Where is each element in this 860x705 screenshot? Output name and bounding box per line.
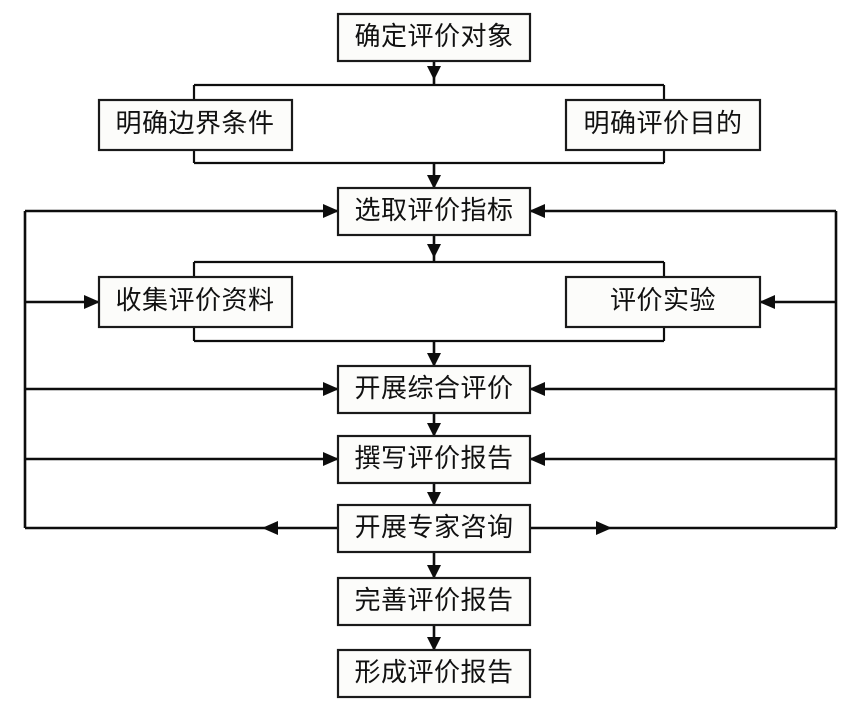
arrowhead-to-n11: [427, 637, 441, 651]
node-box[interactable]: [336, 186, 532, 237]
node-conduct-expert-consultation[interactable]: 开展专家咨询: [336, 503, 532, 554]
node-confirm-evaluation-object[interactable]: 确定评价对象: [336, 12, 532, 63]
arrowhead-n1-down: [427, 66, 441, 80]
arrowhead-to-n9: [427, 492, 441, 506]
node-box[interactable]: [97, 275, 294, 329]
node-box[interactable]: [564, 275, 762, 329]
arrowhead-right-to-n7: [529, 382, 545, 396]
arrowhead-to-n10: [427, 565, 441, 579]
node-label: 明确评价目的: [583, 109, 742, 138]
node-box[interactable]: [336, 434, 532, 485]
node-box[interactable]: [97, 98, 294, 152]
arrowhead-n4-down: [427, 244, 441, 258]
node-clarify-evaluation-purpose[interactable]: 明确评价目的: [564, 98, 762, 152]
arrowhead-right-to-n8: [529, 452, 545, 466]
node-collect-evaluation-data[interactable]: 收集评价资料: [97, 275, 294, 329]
arrowhead-left-to-n8: [323, 452, 339, 466]
arrowhead-left-exit: [262, 521, 278, 535]
node-clarify-boundary-conditions[interactable]: 明确边界条件: [97, 98, 294, 152]
arrowhead-left-to-n5: [84, 295, 100, 309]
node-label: 完善评价报告: [354, 586, 513, 615]
node-evaluation-experiment[interactable]: 评价实验: [564, 275, 762, 329]
node-label: 形成评价报告: [354, 658, 513, 687]
node-label: 开展综合评价: [354, 374, 513, 403]
node-label: 选取评价指标: [354, 196, 513, 225]
node-label: 评价实验: [610, 286, 716, 315]
node-box[interactable]: [336, 364, 532, 415]
node-label: 开展专家咨询: [354, 513, 513, 542]
node-label: 撰写评价报告: [354, 444, 513, 473]
arrowhead-left-to-n7: [323, 382, 339, 396]
node-select-evaluation-indicators[interactable]: 选取评价指标: [336, 186, 532, 237]
node-box[interactable]: [336, 12, 532, 63]
node-improve-evaluation-report[interactable]: 完善评价报告: [336, 576, 532, 627]
arrowhead-right-exit: [596, 521, 612, 535]
node-form-evaluation-report[interactable]: 形成评价报告: [336, 648, 532, 699]
arrowhead-left-to-n4: [323, 204, 339, 218]
node-box[interactable]: [564, 98, 762, 152]
arrowhead-to-n7: [427, 353, 441, 367]
node-label: 收集评价资料: [115, 286, 274, 315]
node-conduct-comprehensive-evaluation[interactable]: 开展综合评价: [336, 364, 532, 415]
node-layer: 确定评价对象 明确边界条件 明确评价目的 选取评价指标 收集评价资料 评价实验: [97, 12, 762, 699]
node-box[interactable]: [336, 503, 532, 554]
arrowhead-to-n4: [427, 175, 441, 189]
node-label: 明确边界条件: [115, 109, 274, 138]
node-label: 确定评价对象: [354, 22, 513, 51]
arrowhead-right-to-n6: [759, 295, 775, 309]
arrowhead-right-to-n4: [529, 204, 545, 218]
node-box[interactable]: [336, 576, 532, 627]
node-write-evaluation-report[interactable]: 撰写评价报告: [336, 434, 532, 485]
arrowhead-to-n8: [427, 423, 441, 437]
node-box[interactable]: [336, 648, 532, 699]
